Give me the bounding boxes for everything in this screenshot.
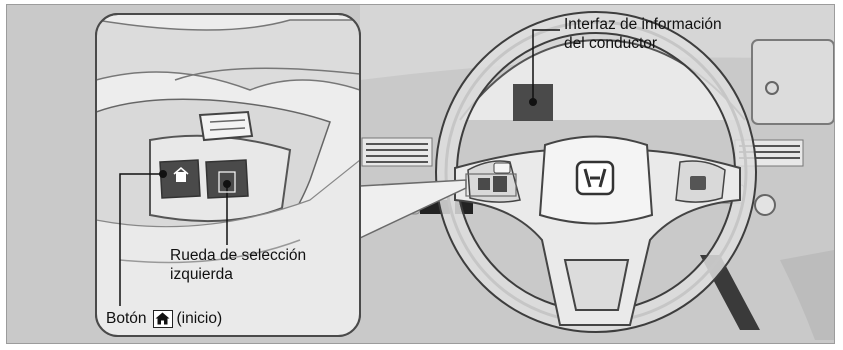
home-button-label-prefix: Botón [106,310,147,327]
home-button-leader-line [119,173,163,306]
driver-info-leader-line [532,29,560,102]
driver-info-interface-label-line1: Interfaz de información [564,16,722,33]
home-icon [152,309,173,328]
selector-wheel-label-line2: izquierda [170,266,233,283]
callout-magnified-switch [96,19,360,336]
driver-info-interface-label: Interfaz de información del conductor [564,15,722,53]
wheel-home-button-highlight [478,178,490,190]
wheel-selector-highlight [493,176,507,192]
home-button-label: Botón (inicio) [106,309,222,328]
left-selector-wheel-label: Rueda de selección izquierda [170,246,306,284]
selector-wheel-label-line1: Rueda de selección [170,247,307,264]
home-button-label-suffix: (inicio) [176,310,223,327]
callout-selector-wheel [205,159,249,199]
driver-info-interface-label-line2: del conductor [564,35,658,52]
